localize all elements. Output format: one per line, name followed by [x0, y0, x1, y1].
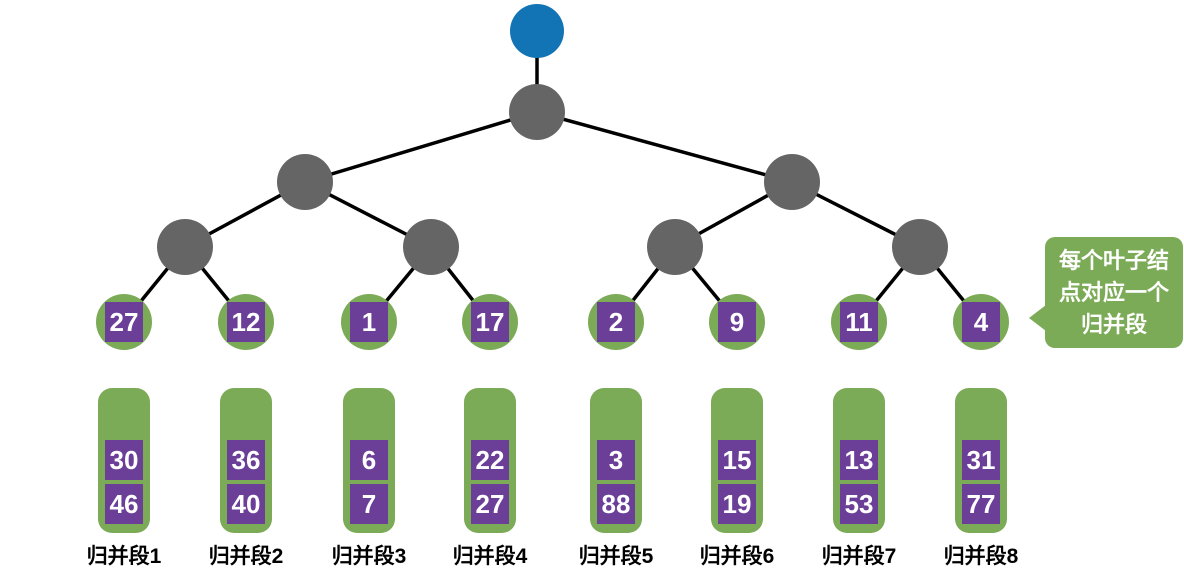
- segment-6-value-1: 15: [718, 440, 756, 480]
- segment-label-4: 归并段4: [452, 545, 528, 568]
- callout-line-3: 归并段: [1080, 311, 1147, 337]
- internal-node-level4-4: [892, 219, 948, 275]
- leaf-node-4: 17: [462, 294, 518, 350]
- segment-8-value-2: 77: [962, 484, 1000, 524]
- leaf-node-6: 9: [709, 294, 765, 350]
- segment-5-value-1: 3: [597, 440, 635, 480]
- leaf-value-2: 12: [227, 302, 265, 342]
- segment-2-value-1: 36: [227, 440, 265, 480]
- leaf-segment-callout: 每个叶子结 点对应一个 归并段: [1029, 237, 1183, 348]
- internal-node-level3-right: [764, 154, 820, 210]
- segment-7-value-2: 53: [840, 484, 878, 524]
- merge-segment-6: 15 19 归并段6: [687, 388, 787, 570]
- callout-tail: [1029, 305, 1046, 331]
- segment-label-6: 归并段6: [699, 545, 775, 568]
- leaf-value-8: 4: [962, 302, 1000, 342]
- segment-5-value-2: 88: [597, 484, 635, 524]
- tree-root-node: [510, 4, 564, 58]
- leaf-value-7: 11: [840, 302, 878, 342]
- internal-node-level3-left: [277, 154, 333, 210]
- segment-box-3: 6 7: [343, 388, 395, 533]
- segment-label-2: 归并段2: [208, 545, 284, 568]
- segment-1-value-2: 46: [105, 484, 143, 524]
- internal-node-level4-3: [647, 219, 703, 275]
- leaf-node-8: 4: [953, 294, 1009, 350]
- segment-label-8: 归并段8: [943, 545, 1019, 568]
- leaf-value-4: 17: [471, 302, 509, 342]
- leaf-node-1: 27: [96, 294, 152, 350]
- merge-segment-2: 36 40 归并段2: [196, 388, 296, 570]
- merge-segment-4: 22 27 归并段4: [440, 388, 540, 570]
- leaf-node-7: 11: [831, 294, 887, 350]
- segment-3-value-2: 7: [350, 484, 388, 524]
- segment-4-value-1: 22: [471, 440, 509, 480]
- segment-box-8: 31 77: [955, 388, 1007, 533]
- leaf-value-5: 2: [597, 302, 635, 342]
- segment-box-4: 22 27: [464, 388, 516, 533]
- leaf-node-3: 1: [341, 294, 397, 350]
- merge-segment-3: 6 7 归并段3: [319, 388, 419, 570]
- segment-4-value-2: 27: [471, 484, 509, 524]
- merge-segment-5: 3 88 归并段5: [566, 388, 666, 570]
- merge-segment-1: 30 46 归并段1: [74, 388, 174, 570]
- segment-box-7: 13 53: [833, 388, 885, 533]
- merge-segment-7: 13 53 归并段7: [809, 388, 909, 570]
- internal-node-level2: [509, 84, 565, 140]
- leaf-value-6: 9: [718, 302, 756, 342]
- segment-box-5: 3 88: [590, 388, 642, 533]
- internal-node-level4-2: [403, 219, 459, 275]
- callout-line-2: 点对应一个: [1058, 279, 1169, 305]
- segment-label-1: 归并段1: [86, 545, 162, 568]
- leaf-node-5: 2: [588, 294, 644, 350]
- segment-1-value-1: 30: [105, 440, 143, 480]
- segment-box-6: 15 19: [711, 388, 763, 533]
- internal-node-level4-1: [157, 219, 213, 275]
- segment-label-3: 归并段3: [331, 545, 407, 568]
- leaf-node-2: 12: [218, 294, 274, 350]
- segment-label-7: 归并段7: [821, 545, 897, 568]
- segment-label-5: 归并段5: [578, 545, 654, 568]
- segment-box-1: 30 46: [98, 388, 150, 533]
- callout-line-1: 每个叶子结: [1058, 247, 1169, 273]
- segment-3-value-1: 6: [350, 440, 388, 480]
- segment-box-2: 36 40: [220, 388, 272, 533]
- merge-segment-8: 31 77 归并段8: [931, 388, 1031, 570]
- segment-7-value-1: 13: [840, 440, 878, 480]
- leaf-value-3: 1: [350, 302, 388, 342]
- leaf-value-1: 27: [105, 302, 143, 342]
- segment-2-value-2: 40: [227, 484, 265, 524]
- segment-6-value-2: 19: [718, 484, 756, 524]
- segment-8-value-1: 31: [962, 440, 1000, 480]
